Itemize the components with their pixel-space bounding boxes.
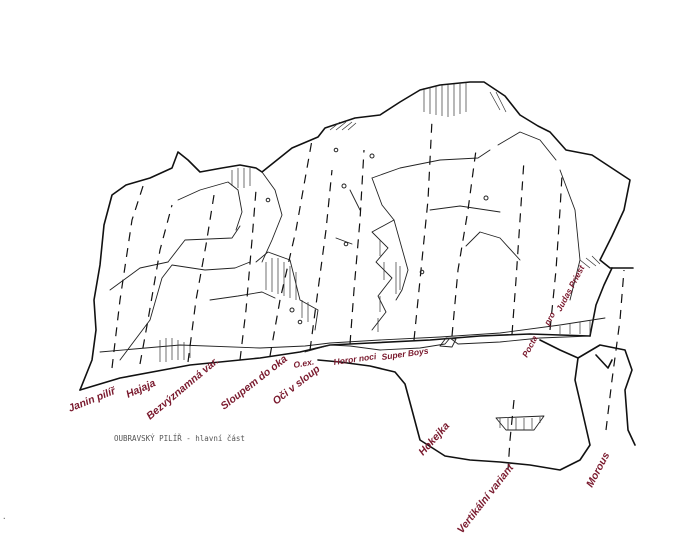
rock-outline <box>79 81 636 471</box>
route-line-superboys <box>413 119 433 341</box>
drawing-caption: OUBRAVSKÝ PILÍŘ - hlavní část <box>114 434 245 443</box>
label-hokejka: Hokejka <box>416 420 452 458</box>
bolt <box>333 147 339 153</box>
route-lines <box>111 119 625 471</box>
bolt <box>343 241 349 247</box>
label-judas-priest: Judas Priest <box>554 263 587 313</box>
route-line-bezvyznamna <box>187 194 215 363</box>
hatched-overhangs <box>159 83 601 430</box>
label-pocta: Pocta <box>520 334 540 359</box>
bolt <box>297 319 303 325</box>
bolt <box>289 307 295 313</box>
label-oex: O.ex. <box>293 357 315 370</box>
route-line-lower <box>507 399 515 471</box>
route-line-oci <box>269 139 313 357</box>
bolt <box>265 197 271 203</box>
bolt <box>369 153 375 159</box>
route-line-oex <box>309 169 333 351</box>
route-line-janin-pilir <box>111 179 146 369</box>
route-labels: Janin pilíř Hajaja Bezvýznamná var. Slou… <box>67 263 613 536</box>
route-line-sloupem <box>239 189 257 361</box>
label-morous: Morous <box>584 450 612 489</box>
label-super-boys: Super Boys <box>381 345 429 362</box>
route-line-vertikalni <box>511 159 525 335</box>
label-janin-pilir: Janin pilíř <box>67 384 119 414</box>
bolt <box>419 269 425 275</box>
route-line-hajaja <box>139 204 173 365</box>
corner-mark: . <box>2 512 7 521</box>
bolt <box>341 183 347 189</box>
bolt-marks <box>265 147 489 325</box>
route-line-morous <box>605 269 625 431</box>
bolt <box>483 195 489 201</box>
route-line-horor <box>349 149 365 345</box>
label-pro: pro <box>541 310 557 328</box>
label-hajaja: Hajaja <box>124 377 157 401</box>
label-vertikalni-variant: Vertikální variant <box>455 462 517 536</box>
ledge-band <box>99 317 606 353</box>
rock-detail-lines <box>109 131 581 361</box>
route-line-hokejka <box>451 149 477 337</box>
